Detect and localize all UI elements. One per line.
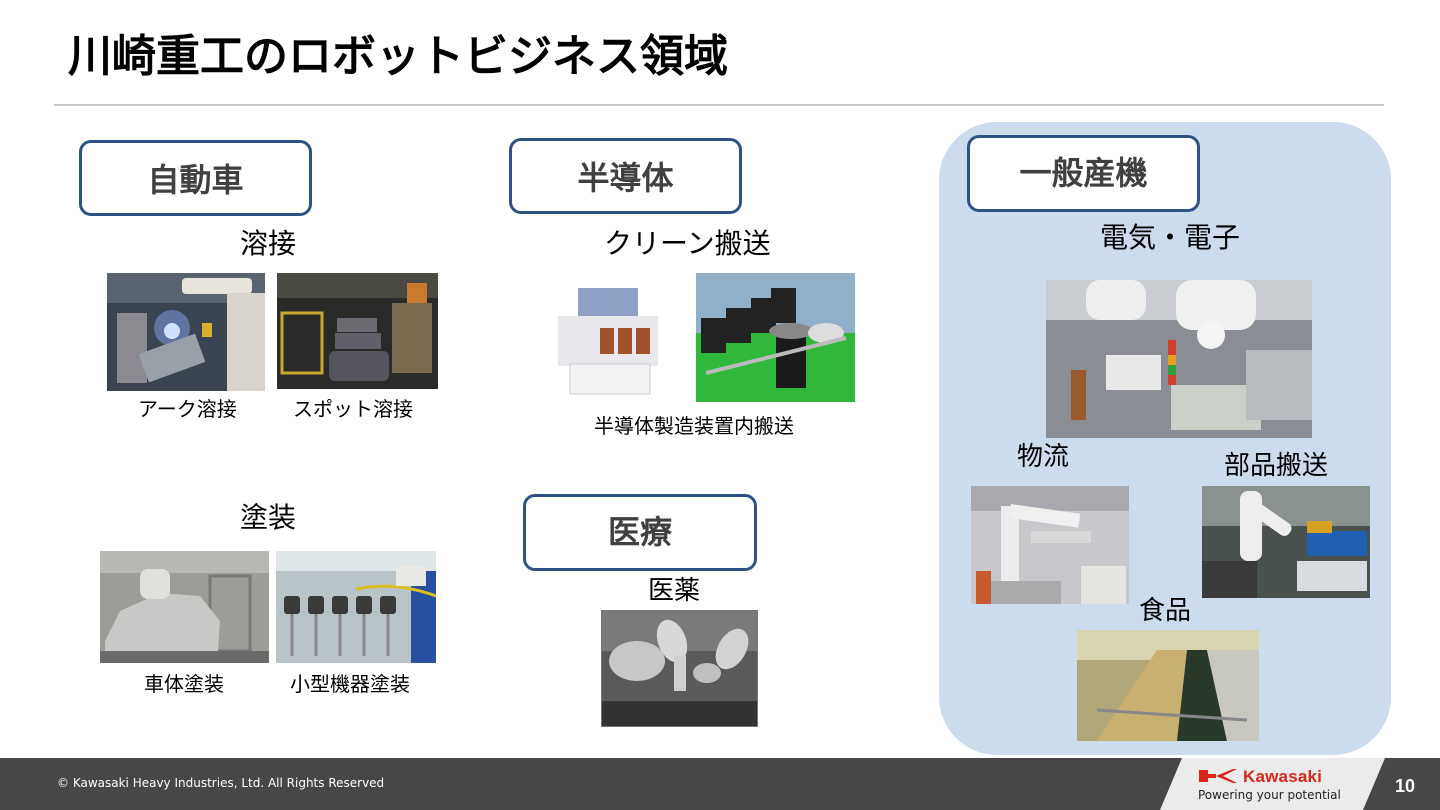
category-medical-title: 医療	[607, 513, 672, 551]
spot-welding-line-photo	[277, 273, 438, 389]
category-automotive-title: 自動車	[147, 161, 244, 199]
category-semiconductor: 半導体	[509, 138, 742, 214]
painting-label: 塗装	[240, 501, 297, 534]
category-automotive: 自動車	[79, 140, 312, 216]
category-general-industry-title: 一般産機	[1019, 154, 1148, 192]
copyright-text: © Kawasaki Heavy Industries, Ltd. All Ri…	[57, 776, 385, 790]
food-picking-line-photo	[1077, 630, 1259, 741]
title-divider	[54, 104, 1384, 106]
spot-welding-caption: スポット溶接	[293, 397, 413, 421]
footer-bar: © Kawasaki Heavy Industries, Ltd. All Ri…	[0, 758, 1440, 810]
food-label: 食品	[1139, 596, 1192, 626]
category-general-industry: 一般産機	[967, 135, 1200, 212]
electronics-assembly-photo	[1046, 280, 1312, 438]
parts-handling-label: 部品搬送	[1224, 451, 1329, 481]
small-parts-painting-photo	[276, 551, 436, 663]
logistics-label: 物流	[1017, 442, 1070, 472]
kawasaki-logo-icon	[1199, 769, 1237, 783]
wafer-equipment-photo	[550, 276, 678, 400]
car-body-painting-caption: 車体塗装	[144, 672, 224, 696]
brand-logo-band	[1160, 758, 1385, 810]
car-body-painting-photo	[100, 551, 269, 663]
semiconductor-caption: 半導体製造装置内搬送	[594, 414, 794, 438]
electronics-label: 電気・電子	[1100, 221, 1241, 254]
small-parts-painting-caption: 小型機器塗装	[290, 672, 410, 696]
parts-handling-robot-photo	[1202, 486, 1370, 598]
category-medical: 医療	[523, 494, 757, 571]
clean-transfer-label: クリーン搬送	[604, 227, 771, 260]
pharma-label: 医薬	[648, 576, 701, 606]
slide-title: 川崎重工のロボットビジネス領域	[68, 31, 728, 82]
category-semiconductor-title: 半導体	[577, 159, 674, 197]
dual-arm-pharma-robot-photo	[601, 610, 758, 727]
page-number: 10	[1395, 776, 1416, 796]
brand-name: Kawasaki	[1243, 767, 1323, 786]
arc-welding-caption: アーク溶接	[138, 397, 237, 421]
wafer-transfer-robot-photo	[696, 273, 855, 402]
brand-tagline: Powering your potential	[1198, 788, 1341, 802]
palletizing-robot-photo	[971, 486, 1129, 604]
welding-label: 溶接	[240, 227, 297, 260]
arc-welding-robot-photo	[107, 273, 265, 391]
